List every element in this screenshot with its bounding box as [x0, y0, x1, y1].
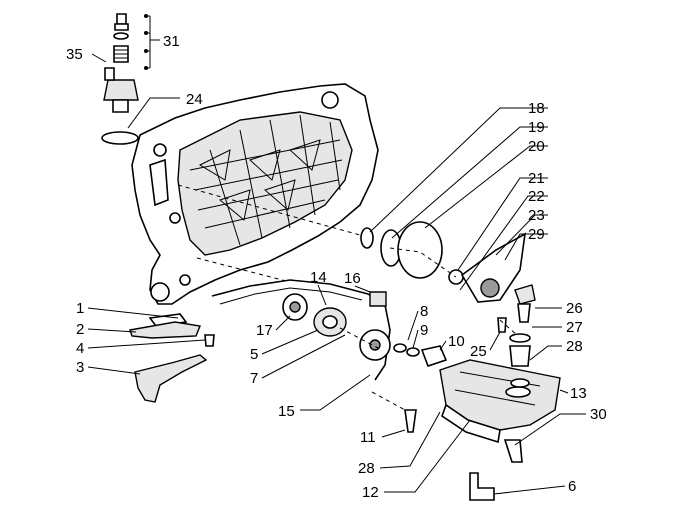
callout-23: 23 [528, 207, 545, 224]
callout-1: 1 [76, 300, 84, 317]
callout-10: 10 [448, 333, 465, 350]
callout-9: 9 [420, 322, 428, 339]
callout-28-upper: 28 [566, 338, 583, 355]
callout-29: 29 [528, 226, 545, 243]
callout-5: 5 [250, 346, 258, 363]
callout-27: 27 [566, 319, 583, 336]
pump-parts [211, 221, 536, 433]
callout-8: 8 [420, 303, 428, 320]
callout-11: 11 [360, 429, 376, 446]
callout-19: 19 [528, 119, 545, 136]
callout-25: 25 [470, 343, 487, 360]
callout-30: 30 [590, 406, 607, 423]
callout-35: 35 [66, 46, 83, 63]
callout-24: 24 [186, 91, 203, 108]
callout-2: 2 [76, 321, 84, 338]
callout-15: 15 [278, 403, 295, 420]
assembly-lines [177, 184, 519, 411]
tensioner-assembly [101, 13, 148, 145]
callout-22: 22 [528, 188, 545, 205]
callout-31: 31 [163, 33, 180, 50]
callout-17: 17 [256, 322, 273, 339]
callout-26: 26 [566, 300, 583, 317]
callout-labels: 31 35 24 18 19 20 21 22 23 29 14 16 26 2… [66, 33, 607, 501]
callout-3: 3 [76, 359, 84, 376]
callout-18: 18 [528, 100, 545, 117]
callout-6: 6 [568, 478, 576, 495]
callout-14: 14 [310, 269, 327, 286]
callout-16: 16 [344, 270, 361, 287]
crankcase-housing [131, 83, 379, 305]
oil-tank [439, 359, 561, 444]
callout-13: 13 [570, 385, 587, 402]
callout-28-lower: 28 [358, 460, 375, 477]
callout-7: 7 [250, 370, 258, 387]
leader-lines [87, 15, 586, 495]
callout-21: 21 [528, 170, 545, 187]
callout-4: 4 [76, 340, 84, 357]
callout-12: 12 [362, 484, 379, 501]
brackets [129, 313, 523, 501]
callout-20: 20 [528, 138, 545, 155]
